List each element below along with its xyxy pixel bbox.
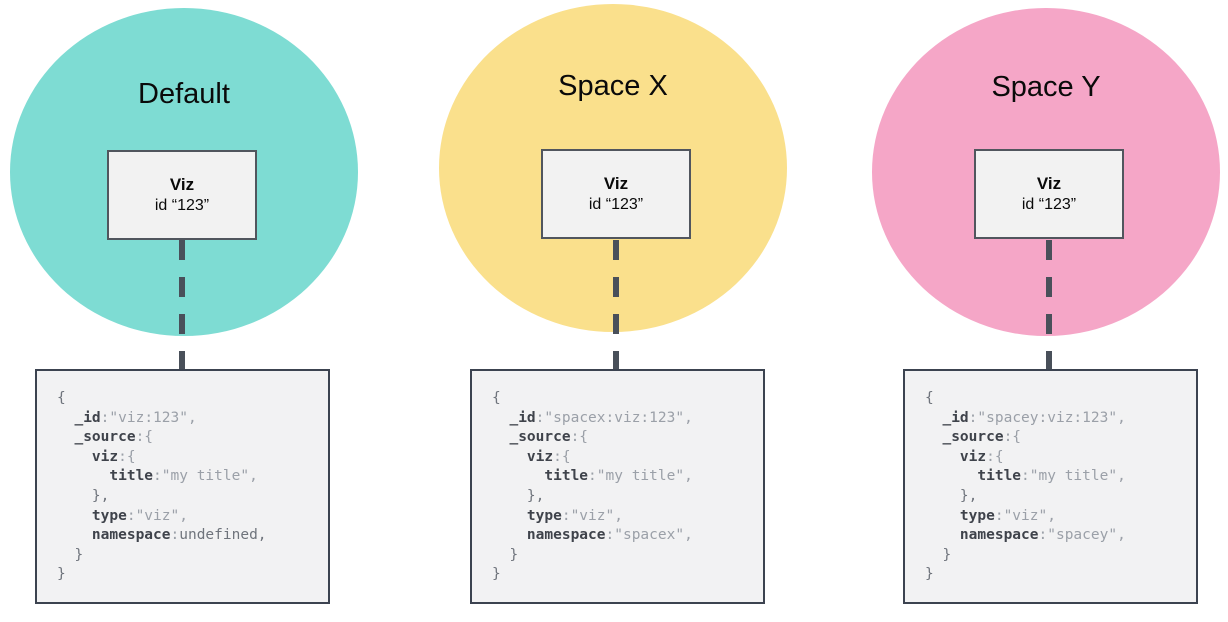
dashed-connector-line bbox=[179, 240, 185, 369]
viz-node-id: id “123” bbox=[154, 197, 210, 214]
viz-node-title: Viz bbox=[603, 174, 629, 193]
code-line: namespace:undefined, bbox=[91, 527, 267, 544]
code-line: _id:"spacex:viz:123", bbox=[509, 409, 693, 426]
viz-node-default: Viz id “123” bbox=[107, 150, 257, 240]
code-line: title:"my title", bbox=[544, 468, 693, 485]
code-line: }, bbox=[959, 487, 978, 504]
viz-node-id: id “123” bbox=[588, 196, 644, 213]
code-line: { bbox=[57, 390, 66, 406]
code-line: namespace:"spacex", bbox=[526, 527, 693, 544]
code-line: title:"my title", bbox=[977, 468, 1126, 485]
code-line: _id:"viz:123", bbox=[74, 409, 197, 426]
viz-node-x: Viz id “123” bbox=[541, 149, 691, 239]
code-line: type:"viz", bbox=[959, 507, 1056, 524]
code-line: { bbox=[492, 390, 501, 406]
code-line: viz:{ bbox=[526, 448, 571, 465]
code-line: type:"viz", bbox=[91, 507, 188, 524]
code-line: { bbox=[925, 390, 934, 406]
code-line: } bbox=[492, 566, 501, 583]
saved-object-code-block-x: { _id:"spacex:viz:123", _source:{ viz:{ … bbox=[470, 369, 765, 604]
code-line: type:"viz", bbox=[526, 507, 623, 524]
space-title-x: Space X bbox=[558, 70, 668, 102]
code-line: _source:{ bbox=[509, 429, 589, 446]
viz-node-y: Viz id “123” bbox=[974, 149, 1124, 239]
dashed-connector-line bbox=[1046, 240, 1052, 369]
space-title-y: Space Y bbox=[991, 71, 1101, 103]
code-line: _id:"spacey:viz:123", bbox=[942, 409, 1126, 426]
space-title-default: Default bbox=[138, 78, 230, 110]
code-line: _source:{ bbox=[942, 429, 1022, 446]
viz-node-id: id “123” bbox=[1021, 196, 1077, 213]
code-line: viz:{ bbox=[959, 448, 1004, 465]
saved-object-code-block-default: { _id:"viz:123", _source:{ viz:{ title:"… bbox=[35, 369, 330, 604]
code-line: title:"my title", bbox=[109, 468, 258, 485]
code-line: } bbox=[74, 546, 84, 563]
code-line: } bbox=[925, 566, 934, 583]
code-line: } bbox=[942, 546, 952, 563]
viz-node-title: Viz bbox=[1036, 174, 1062, 193]
code-line: }, bbox=[526, 487, 545, 504]
code-line: viz:{ bbox=[91, 448, 136, 465]
saved-object-code-block-y: { _id:"spacey:viz:123", _source:{ viz:{ … bbox=[903, 369, 1198, 604]
code-line: } bbox=[509, 546, 519, 563]
viz-node-title: Viz bbox=[169, 175, 195, 194]
code-line: _source:{ bbox=[74, 429, 154, 446]
code-line: namespace:"spacey", bbox=[959, 527, 1126, 544]
dashed-connector-line bbox=[613, 240, 619, 369]
code-line: }, bbox=[91, 487, 110, 504]
code-line: } bbox=[57, 566, 66, 583]
